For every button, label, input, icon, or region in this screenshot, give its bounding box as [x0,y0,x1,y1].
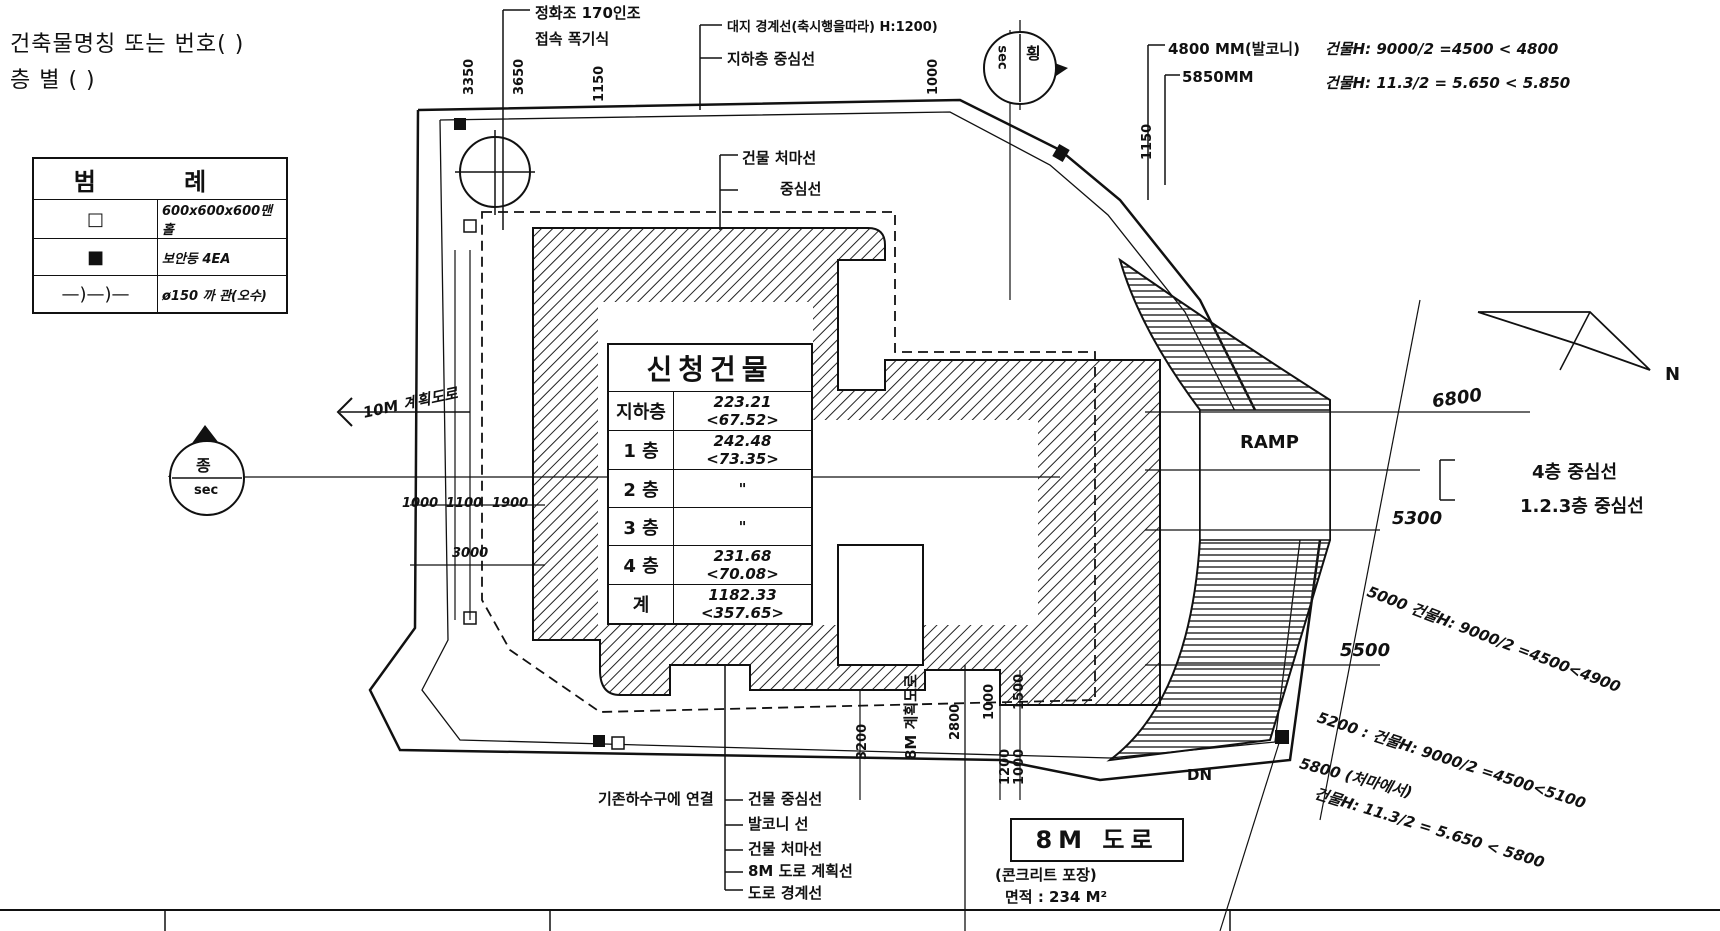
dim-bottom: 1000 [1012,748,1027,785]
boundary-top-label: 대지 경계선(축시행을따라) H:1200) [727,20,938,35]
bottom-leader-label: 건물 중심선 [748,790,823,808]
dim-top: 1150 [592,65,607,102]
dim-bottom: 1200 [998,748,1013,785]
dim-bottom: 1500 [1012,673,1027,710]
section-top-glyph: 횡 [1026,44,1041,63]
legend-security-light-text: 보안등 4EA [157,238,288,276]
section-left-sec: sec [194,483,219,498]
area-floor: 3 층 [607,507,674,546]
dim-left: 1000 [402,496,439,511]
dim-top: 1000 [926,58,941,95]
area-floor: 계 [607,584,674,625]
area-floor: 4 층 [607,545,674,585]
bottom-leader-label: 도로 경계선 [748,884,823,902]
section-left-glyph: 종 [196,456,211,475]
ramp-label: RAMP [1240,432,1299,453]
dim-5300-label: 5300 [1392,508,1443,529]
north-arrow-icon [1477,311,1651,371]
bottom-leader-label: 발코니 선 [748,815,809,833]
ramp-landing [1199,409,1331,541]
area-value: 1182.33 <357.65> [673,584,813,625]
floor123-center-label: 1.2.3층 중심선 [1520,496,1644,517]
legend-table: 범 례 □ 600x600x600맨홀 ■ 보안등 4EA —)—)— ø150… [32,157,288,314]
dim-5850-label: 5850MM [1182,68,1254,86]
area-floor: 지하층 [607,391,674,431]
balcony-dim-label: 4800 MM(발코니) [1168,40,1300,58]
manhole-icon [463,219,477,233]
area-floor: 1 층 [607,430,674,470]
center-line-label: 중심선 [780,180,822,198]
area-value: 231.68 <70.08> [673,545,813,585]
dim-bottom: 1000 [982,683,997,720]
basement-center-label: 지하층 중심선 [727,50,816,68]
sewer-pipe-symbol-icon: —)—)— [32,275,158,314]
manhole-symbol-icon: □ [32,199,158,239]
sewer-connection-label: 기존하수구에 연결 [598,790,714,808]
bottom-leader-label: 건물 처마선 [748,840,823,858]
security-light-icon [593,735,605,747]
area-label: 면적 : 234 M² [1005,888,1108,906]
bottom-leader-label: 8M 도로 계획선 [748,862,853,880]
area-value: 223.21 <67.52> [673,391,813,431]
building-name-label: 건축물명칭 또는 번호( ) [10,32,245,57]
floor4-center-label: 4층 중심선 [1532,462,1618,483]
area-value: " [673,507,813,546]
area-floor: 2 층 [607,469,674,508]
north-label: N [1665,364,1681,385]
manhole-icon [611,736,625,750]
dim-left: 3000 [452,546,489,561]
security-light-icon [454,118,466,130]
legend-sewer-pipe-text: ø150 까 관(오수) [157,275,288,314]
area-value: " [673,469,813,508]
road-8m-plan-label: 8M 계획도로 [902,674,920,760]
wall-line-label: 건물 처마선 [742,149,817,167]
dim-left: 1900 [492,496,529,511]
road-8m-box: 8M 도로 [1010,818,1184,862]
area-table-title: 신청건물 [607,343,813,392]
floor-label: 층 별 ( ) [10,68,96,93]
section-top-sec: sec [994,45,1010,70]
pavement-label: (콘크리트 포장) [995,866,1097,884]
stair-core [837,544,924,666]
dim-bottom: 3200 [855,723,870,760]
area-value: 242.48 <73.35> [673,430,813,470]
calc-1-label: 건물H: 9000/2 =4500 < 4800 [1325,40,1559,58]
dim-top: 1150 [1140,123,1155,160]
septic-label-2: 접속 폭기식 [535,30,610,48]
septic-label: 정화조 170인조 [535,4,641,22]
calc-2-label: 건물H: 11.3/2 = 5.650 < 5.850 [1325,74,1571,92]
down-label: DN [1187,766,1213,784]
security-light-icon [1275,730,1289,744]
dim-top: 3350 [462,58,477,95]
security-light-icon [1052,143,1070,163]
dim-top: 3650 [512,58,527,95]
dim-bottom: 2800 [948,703,963,740]
dim-left: 1100 [446,496,483,511]
dim-5500-label: 5500 [1340,640,1391,661]
